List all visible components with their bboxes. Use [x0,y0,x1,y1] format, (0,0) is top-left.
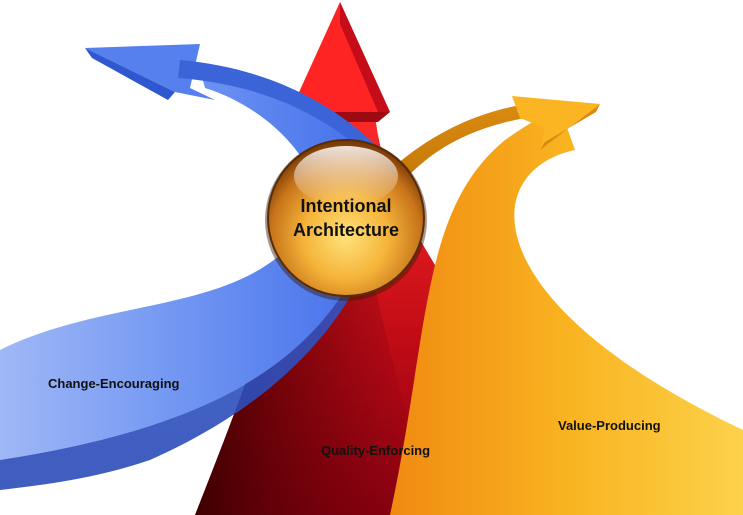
value-producing-label: Value-Producing [558,418,661,433]
value-arrow [390,96,743,515]
center-title-line2: Architecture [292,220,400,240]
quality-enforcing-label: Quality-Enforcing [321,443,431,458]
center-orb-graphic [265,139,427,301]
center-title: Intentional Architecture [271,194,421,242]
change-arrow [0,44,390,490]
center-title-line1: Intentional [300,196,392,216]
center-orb: Intentional Architecture [267,141,425,299]
change-encouraging-label: Change-Encouraging [48,376,180,391]
